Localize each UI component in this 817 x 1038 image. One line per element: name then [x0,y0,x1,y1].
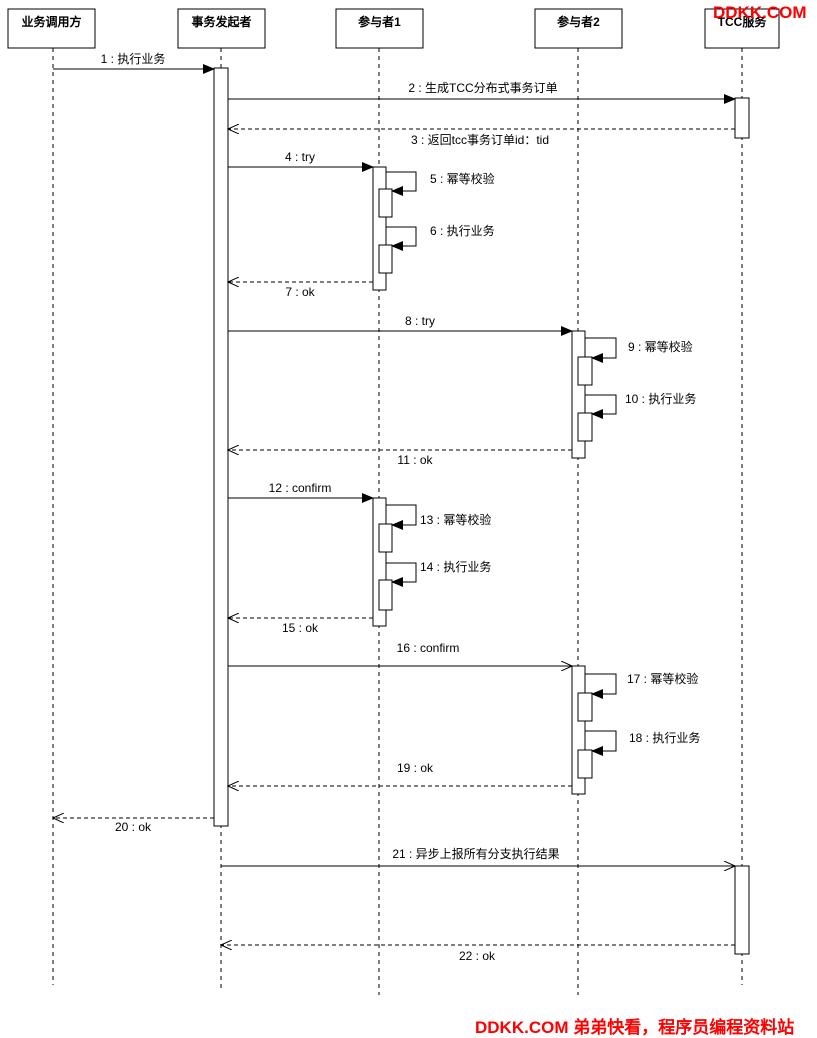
message-21: 21 : 异步上报所有分支执行结果 [221,846,735,866]
message-label: 14 : 执行业务 [420,559,491,574]
message-label: 12 : confirm [269,481,332,495]
message-15: 15 : ok [228,618,373,635]
message-20: 20 : ok [53,818,214,834]
message-13: 13 : 幂等校验 [386,504,491,530]
message-label: 11 : ok [397,453,433,467]
message-10: 10 : 执行业务 [585,391,696,419]
activation-nested-p2 [577,356,593,386]
message-label: 21 : 异步上报所有分支执行结果 [392,846,559,861]
activation-initiator [213,67,229,827]
activation-nested-p2 [577,749,593,779]
participant-label: 参与者2 [557,14,600,29]
message-label: 20 : ok [115,820,152,834]
watermark-bottom: DDKK.COM 弟弟快看，程序员编程资料站 [475,1018,795,1037]
message-19: 19 : ok [228,761,572,786]
participant-tcc: TCC服务 [704,8,780,49]
message-1: 1 : 执行业务 [53,51,215,74]
participant-label: TCC服务 [718,14,768,29]
message-14: 14 : 执行业务 [386,559,491,587]
message-12: 12 : confirm [228,481,374,503]
message-label: 6 : 执行业务 [430,223,495,238]
message-7: 7 : ok [228,282,373,299]
message-label: 16 : confirm [397,641,460,655]
message-label: 15 : ok [282,621,319,635]
activation-nested-p1 [378,244,393,274]
message-label: 22 : ok [459,949,496,963]
message-label: 10 : 执行业务 [625,391,696,406]
message-label: 9 : 幂等校验 [628,339,693,354]
message-label: 3 : 返回tcc事务订单id：tid [411,132,549,147]
message-22: 22 : ok [221,945,735,963]
message-9: 9 : 幂等校验 [585,337,693,363]
participant-caller: 业务调用方 [7,8,96,49]
message-label: 2 : 生成TCC分布式事务订单 [408,80,557,95]
message-17: 17 : 幂等校验 [585,671,698,699]
message-16: 16 : confirm [228,641,572,666]
message-18: 18 : 执行业务 [585,730,700,756]
activation-tcc [734,97,750,139]
activation-nested-p2 [577,692,593,722]
participant-label: 业务调用方 [21,14,81,29]
message-label: 4 : try [285,150,315,164]
activation-tcc [734,865,750,955]
watermark-top: DDKK.COM [713,3,807,22]
message-11: 11 : ok [228,450,572,467]
message-2: 2 : 生成TCC分布式事务订单 [228,80,736,104]
participant-p1: 参与者1 [335,8,424,49]
message-4: 4 : try [228,150,374,172]
message-label: 8 : try [405,314,435,328]
activation-nested-p2 [577,412,593,442]
activation-nested-p1 [378,188,393,218]
message-label: 17 : 幂等校验 [627,671,698,686]
message-3: 3 : 返回tcc事务订单id：tid [228,129,735,147]
activation-nested-p1 [378,523,393,553]
message-label: 7 : ok [285,285,315,299]
participant-label: 事务发起者 [191,14,251,29]
participant-label: 参与者1 [358,14,401,29]
message-label: 13 : 幂等校验 [420,512,491,527]
activation-nested-p1 [378,579,393,611]
message-8: 8 : try [228,314,573,336]
participant-initiator: 事务发起者 [177,8,266,49]
message-label: 5 : 幂等校验 [430,171,495,186]
message-5: 5 : 幂等校验 [386,171,495,196]
message-label: 19 : ok [397,761,434,775]
message-label: 1 : 执行业务 [101,51,166,66]
message-6: 6 : 执行业务 [386,223,495,251]
message-label: 18 : 执行业务 [629,730,700,745]
participant-p2: 参与者2 [534,8,623,49]
